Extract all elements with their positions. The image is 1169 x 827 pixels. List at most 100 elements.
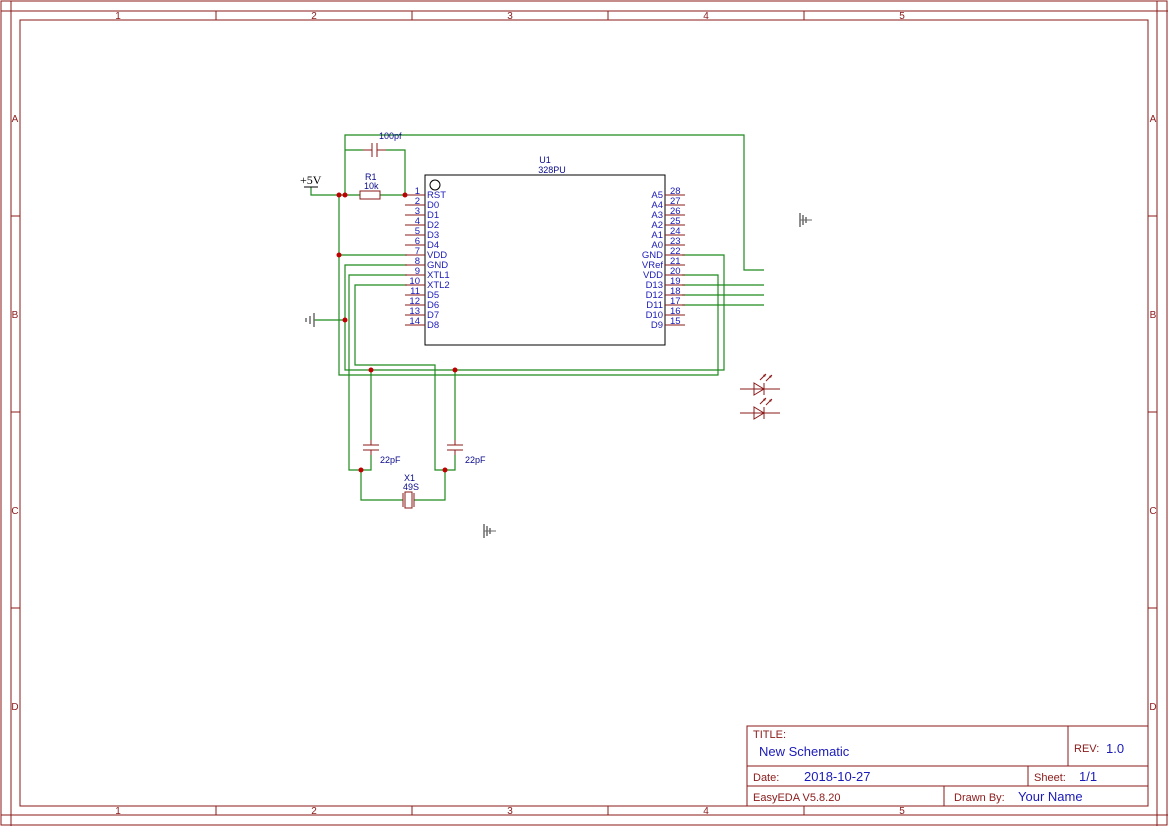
zone-row-left: A xyxy=(12,114,19,125)
r1-value: 10k xyxy=(364,181,379,191)
u1-pin-name: D6 xyxy=(427,300,439,311)
c1-capacitor[interactable]: 22pF xyxy=(363,440,401,465)
u1-pin-name: D12 xyxy=(646,290,663,301)
u1-pin-number: 20 xyxy=(670,266,681,277)
zone-row-right: B xyxy=(1150,310,1157,321)
u1-pin-number: 19 xyxy=(670,276,681,287)
power-symbol[interactable]: +5V xyxy=(300,173,322,188)
title-value: New Schematic xyxy=(759,744,850,759)
u1-pin-number: 15 xyxy=(670,316,681,327)
r1-resistor[interactable]: R1 10k xyxy=(359,172,381,200)
x1-value: 49S xyxy=(403,482,419,492)
r1-designator: R1 xyxy=(365,172,377,182)
u1-pin-name: VDD xyxy=(427,250,447,261)
u1-pin-number: 23 xyxy=(670,236,681,247)
u1-pin-number: 7 xyxy=(415,246,420,257)
zone-row-left: B xyxy=(12,310,19,321)
rev-value: 1.0 xyxy=(1106,741,1124,756)
led-1[interactable] xyxy=(740,373,780,396)
zone-row-right: C xyxy=(1149,506,1156,517)
u1-pin-name: D3 xyxy=(427,230,439,241)
power-label: +5V xyxy=(300,173,322,187)
u1-pin-number: 8 xyxy=(415,256,420,267)
u1-pin-name: D0 xyxy=(427,200,439,211)
zone-row-left: D xyxy=(11,702,18,713)
rev-label: REV: xyxy=(1074,743,1099,755)
u1-pin-number: 5 xyxy=(415,226,420,237)
led-2[interactable] xyxy=(740,397,780,420)
u1-pin-number: 13 xyxy=(409,306,420,317)
u1-pin-name: XTL2 xyxy=(427,280,450,291)
u1-designator: U1 xyxy=(539,155,551,165)
u1-pin-number: 17 xyxy=(670,296,681,307)
r1-body xyxy=(359,190,381,200)
reset-cap-value: 100pf xyxy=(379,131,402,141)
u1-pin-name: A0 xyxy=(651,240,663,251)
sheet-value: 1/1 xyxy=(1079,769,1097,784)
u1-pin-number: 9 xyxy=(415,266,420,277)
u1-pin-name: D7 xyxy=(427,310,439,321)
reset-capacitor[interactable]: 100pf xyxy=(363,131,402,157)
junctions xyxy=(336,192,458,473)
u1-pin-name: A1 xyxy=(651,230,663,241)
zone-col-bottom: 2 xyxy=(311,806,317,817)
u1-pin-name: D2 xyxy=(427,220,439,231)
u1-pin-number: 24 xyxy=(670,226,681,237)
zone-col-bottom: 4 xyxy=(703,806,709,817)
zone-col-top: 5 xyxy=(899,11,905,22)
x1-designator: X1 xyxy=(404,473,415,483)
software-label: EasyEDA V5.8.20 xyxy=(753,792,840,804)
zone-col-bottom: 5 xyxy=(899,806,905,817)
u1-pin-number: 4 xyxy=(415,216,420,227)
pin1-marker xyxy=(429,179,441,191)
zone-row-right: D xyxy=(1149,702,1156,713)
u1-pin-number: 21 xyxy=(670,256,681,267)
u1-pin-number: 16 xyxy=(670,306,681,317)
u1-value: 328PU xyxy=(538,165,566,175)
u1-pin-name: D4 xyxy=(427,240,439,251)
u1-pin-name: A2 xyxy=(651,220,663,231)
drawn-by-label: Drawn By: xyxy=(954,792,1005,804)
u1-pin-number: 6 xyxy=(415,236,420,247)
x1-crystal[interactable]: X1 49S xyxy=(402,473,419,509)
u1-pin-name: D9 xyxy=(651,320,663,331)
u1-pin-name: A4 xyxy=(651,200,663,211)
zone-col-top: 2 xyxy=(311,11,317,22)
u1-pin-name: D10 xyxy=(646,310,663,321)
u1-pin-name: D1 xyxy=(427,210,439,221)
u1-pin-number: 28 xyxy=(670,186,681,197)
u1-pin-number: 26 xyxy=(670,206,681,217)
ground-symbol-right[interactable] xyxy=(799,213,812,227)
u1-pin-name: GND xyxy=(642,250,663,261)
u1-pin-number: 22 xyxy=(670,246,681,257)
zone-col-bottom: 3 xyxy=(507,806,513,817)
ground-symbol-bottom[interactable] xyxy=(483,524,496,538)
u1-pin-number: 27 xyxy=(670,196,681,207)
u1-pin-name: GND xyxy=(427,260,448,271)
zone-row-right: A xyxy=(1150,114,1157,125)
u1-pin-number: 2 xyxy=(415,196,420,207)
ground-symbol-left[interactable] xyxy=(305,313,315,327)
u1-pin-number: 25 xyxy=(670,216,681,227)
zone-col-top: 3 xyxy=(507,11,513,22)
u1-pin-name: D8 xyxy=(427,320,439,331)
c2-capacitor[interactable]: 22pF xyxy=(447,440,486,465)
u1-pin-name: D5 xyxy=(427,290,439,301)
title-block: TITLE: New Schematic REV: 1.0 Date: 2018… xyxy=(746,725,1149,807)
u1-pin-name: XTL1 xyxy=(427,270,450,281)
u1-pin-number: 12 xyxy=(409,296,420,307)
u1-pin-number: 11 xyxy=(410,286,420,297)
title-label: TITLE: xyxy=(753,729,786,741)
u1-pin-name: D11 xyxy=(646,300,663,311)
date-value: 2018-10-27 xyxy=(804,769,871,784)
u1-right-pins: 28A527A426A325A224A123A022GND21VRef20VDD… xyxy=(642,186,685,331)
c1-value: 22pF xyxy=(380,455,401,465)
u1-pin-name: RST xyxy=(427,190,446,201)
zone-col-bottom: 1 xyxy=(115,806,121,817)
date-label: Date: xyxy=(753,772,779,784)
